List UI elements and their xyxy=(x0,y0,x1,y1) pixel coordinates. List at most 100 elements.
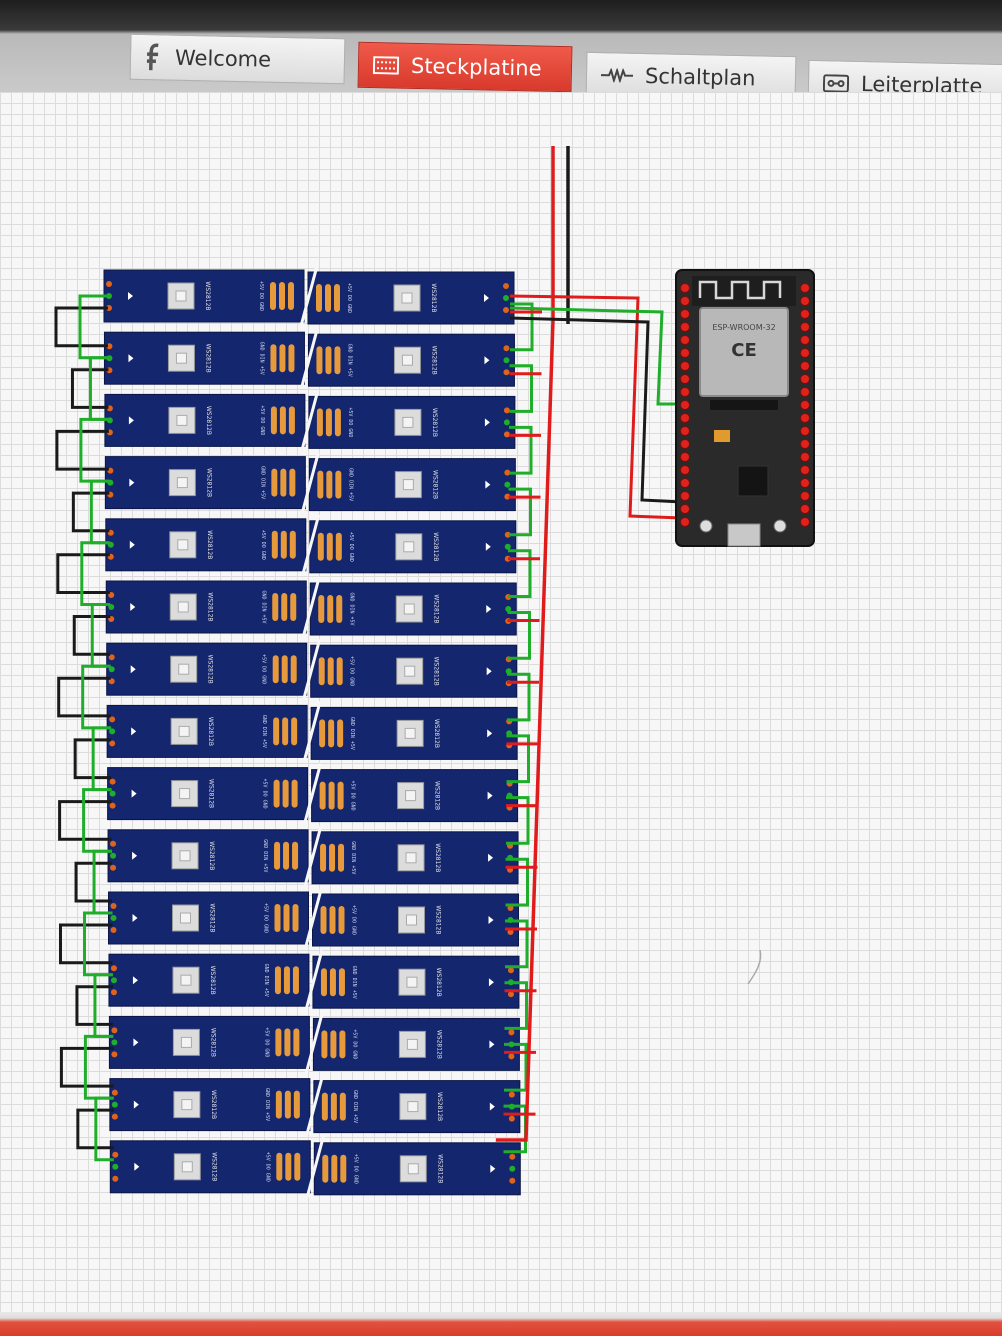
connector-pin[interactable] xyxy=(504,481,511,488)
header-pin[interactable] xyxy=(680,374,690,384)
connector-pin[interactable] xyxy=(109,728,116,735)
data-jumper[interactable] xyxy=(506,734,530,784)
header-pin[interactable] xyxy=(680,517,690,527)
esp-ground-wire[interactable] xyxy=(509,316,683,504)
connector-pin[interactable] xyxy=(111,1089,118,1096)
connector-pin[interactable] xyxy=(112,1175,119,1182)
connector-pin[interactable] xyxy=(106,281,112,287)
connector-pin[interactable] xyxy=(503,357,510,364)
header-pin[interactable] xyxy=(800,439,810,449)
connector-pin[interactable] xyxy=(503,295,509,301)
header-pin[interactable] xyxy=(800,400,810,410)
connector-pin[interactable] xyxy=(504,543,511,550)
data-jumper[interactable] xyxy=(508,487,532,537)
connector-pin[interactable] xyxy=(111,1113,118,1120)
header-pin[interactable] xyxy=(680,348,690,358)
connector-pin[interactable] xyxy=(503,431,510,438)
data-jumper[interactable] xyxy=(509,364,533,413)
header-pin[interactable] xyxy=(680,478,690,488)
header-pin[interactable] xyxy=(680,387,690,397)
header-pin[interactable] xyxy=(800,478,810,488)
data-jumper[interactable] xyxy=(505,919,529,969)
header-pin[interactable] xyxy=(800,335,810,345)
data-jumper[interactable] xyxy=(506,796,530,845)
ground-wire[interactable] xyxy=(59,923,113,965)
led-strip-segment[interactable]: WS2812B+5V DO GND xyxy=(313,1142,521,1196)
boot-button[interactable] xyxy=(773,519,787,533)
ground-wire[interactable] xyxy=(55,429,109,471)
esp-power-wire[interactable] xyxy=(509,294,683,520)
connector-pin[interactable] xyxy=(507,967,514,974)
led-strip-segment[interactable]: WS2812B+5V DO GND xyxy=(311,769,519,823)
data-jumper[interactable] xyxy=(507,672,531,722)
header-pin[interactable] xyxy=(800,517,810,527)
ground-wire[interactable] xyxy=(56,553,110,594)
ground-wire[interactable] xyxy=(57,676,111,718)
connector-pin[interactable] xyxy=(109,740,116,747)
connector-pin[interactable] xyxy=(111,1039,118,1046)
connector-pin[interactable] xyxy=(110,927,117,933)
led-strip-segment[interactable]: WS2812B+5V DO GND xyxy=(109,1140,311,1194)
header-pin[interactable] xyxy=(800,491,810,501)
header-pin[interactable] xyxy=(800,283,810,293)
data-jumper[interactable] xyxy=(508,549,532,598)
data-jumper[interactable] xyxy=(510,302,534,352)
connector-pin[interactable] xyxy=(110,989,117,996)
led-strip-segment[interactable]: WS2812B+5V DO GND xyxy=(309,520,517,574)
micro-usb-port[interactable] xyxy=(727,523,761,547)
connector-pin[interactable] xyxy=(508,1115,515,1122)
data-jumper[interactable] xyxy=(504,1042,528,1092)
connector-pin[interactable] xyxy=(509,1177,516,1184)
connector-pin[interactable] xyxy=(111,1027,118,1034)
header-pin[interactable] xyxy=(800,504,810,514)
connector-pin[interactable] xyxy=(503,283,509,289)
connector-pin[interactable] xyxy=(110,965,117,972)
header-pin[interactable] xyxy=(680,504,690,514)
led-strip-segment[interactable]: WS2812B+5V DO GND xyxy=(107,767,309,821)
connector-pin[interactable] xyxy=(110,977,117,984)
led-strip-segment[interactable]: WS2812B+5V DO GND xyxy=(105,518,307,572)
connector-pin[interactable] xyxy=(109,778,116,785)
en-button[interactable] xyxy=(699,519,713,533)
connector-pin[interactable] xyxy=(508,1091,515,1098)
ground-wire[interactable] xyxy=(58,800,112,841)
connector-pin[interactable] xyxy=(503,419,510,426)
connector-pin[interactable] xyxy=(503,407,510,414)
data-jumper[interactable] xyxy=(507,611,531,660)
header-pin[interactable] xyxy=(680,465,690,475)
led-strip-segment[interactable]: WS2812B+5V DO GND xyxy=(312,1017,520,1071)
led-strip-segment[interactable]: WS2812B+5V DO GND xyxy=(108,891,309,945)
connector-pin[interactable] xyxy=(110,840,117,847)
power-bus-wire[interactable] xyxy=(496,146,555,1142)
header-pin[interactable] xyxy=(800,374,810,384)
tab-welcome[interactable]: Welcome xyxy=(129,33,346,85)
header-pin[interactable] xyxy=(680,400,690,410)
header-pin[interactable] xyxy=(800,361,810,371)
led-strip-segment[interactable]: WS2812B+5V DO GND xyxy=(106,642,308,696)
tab-steckplatine[interactable]: Steckplatine xyxy=(357,41,573,93)
led-strip-segment[interactable]: WS2812B+5V DO GND xyxy=(308,395,516,449)
connector-pin[interactable] xyxy=(504,469,511,476)
header-pin[interactable] xyxy=(680,335,690,345)
connector-pin[interactable] xyxy=(112,1151,119,1158)
led-strip-segment[interactable]: WS2812B+5V DO GND xyxy=(104,393,306,447)
header-pin[interactable] xyxy=(680,413,690,423)
connector-pin[interactable] xyxy=(109,716,116,723)
header-pin[interactable] xyxy=(800,452,810,462)
led-strip-segment[interactable]: WS2812B+5V DO GND xyxy=(312,893,519,947)
connector-pin[interactable] xyxy=(507,991,514,998)
header-pin[interactable] xyxy=(680,296,690,306)
header-pin[interactable] xyxy=(800,309,810,319)
header-pin[interactable] xyxy=(800,413,810,423)
header-pin[interactable] xyxy=(800,296,810,306)
